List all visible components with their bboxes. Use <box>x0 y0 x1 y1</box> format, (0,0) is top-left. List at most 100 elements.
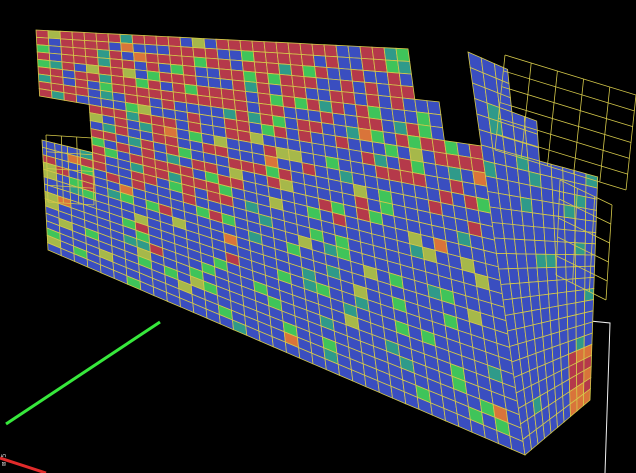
voxel-cell <box>536 267 549 283</box>
voxel-cell <box>155 35 170 47</box>
mesh-right-face <box>467 51 599 456</box>
voxel-cell <box>242 70 258 83</box>
voxel-cell <box>519 196 533 214</box>
voxel-cell <box>63 92 78 103</box>
voxel-cell <box>373 58 388 73</box>
voxel-cell <box>275 41 290 55</box>
voxel-cell <box>265 62 281 75</box>
voxel-cell <box>290 64 305 78</box>
voxel-cell <box>60 38 74 48</box>
corner-label: ⊠ 5 <box>0 453 8 466</box>
voxel-cell <box>535 253 548 269</box>
voxel-cell <box>264 51 279 65</box>
voxel-cell <box>520 296 533 313</box>
voxel-cell <box>557 303 568 320</box>
voxel-cell <box>517 267 530 284</box>
voxel-cell <box>429 125 445 142</box>
voxel-cell <box>563 216 576 232</box>
voxel-cell <box>515 253 528 269</box>
voxel-cell <box>371 46 387 61</box>
voxel-cell <box>584 219 597 234</box>
voxel-cell <box>532 322 544 340</box>
voxel-cell <box>203 38 218 50</box>
voxel-cell <box>584 254 596 267</box>
voxel-cell <box>206 67 221 80</box>
voxel-cell <box>302 65 317 79</box>
voxel-cell <box>168 45 183 57</box>
wire-line <box>559 179 613 206</box>
voxel-cell <box>230 69 245 82</box>
mesh-wireframe <box>45 54 636 301</box>
voxel-cell <box>398 72 414 88</box>
voxel-cell <box>218 68 233 81</box>
voxel-cell <box>194 66 209 78</box>
voxel-cell <box>383 47 399 62</box>
voxel-cell <box>537 280 549 296</box>
voxel-cell <box>402 97 417 113</box>
voxel-cell <box>311 43 326 57</box>
wire-line <box>494 149 627 191</box>
voxel-cell <box>518 182 532 200</box>
voxel-cell <box>167 36 182 48</box>
voxel-cell <box>315 77 331 91</box>
voxel-cell <box>312 54 328 68</box>
voxel-cell <box>538 293 550 310</box>
voxel-cell <box>299 42 314 56</box>
voxel-cell <box>555 266 567 281</box>
voxel-cell <box>557 291 568 307</box>
wire-line <box>605 204 613 301</box>
voxel-cell <box>335 44 350 59</box>
voxel-cell <box>428 112 444 129</box>
voxel-cell <box>268 83 283 97</box>
voxel-cell <box>96 48 111 60</box>
voxel-cell <box>546 266 558 282</box>
voxel-cell <box>96 40 110 51</box>
wire-line <box>47 184 94 189</box>
voxel-cell <box>83 31 98 42</box>
voxel-cell <box>338 67 353 82</box>
voxel-cell <box>324 55 340 69</box>
voxel-cell <box>403 109 419 125</box>
voxel-mesh <box>35 29 636 456</box>
voxel-cell <box>179 36 194 48</box>
wire-line <box>46 151 93 156</box>
voxel-cell <box>514 238 527 255</box>
voxel-cell <box>400 85 416 100</box>
wire-line <box>557 236 609 263</box>
voxel-cell <box>566 302 577 318</box>
voxel-cell <box>365 93 381 108</box>
voxel-cell <box>574 254 586 268</box>
voxel-cell <box>541 200 555 217</box>
voxel-cell <box>397 60 412 75</box>
voxel-cell <box>119 33 134 45</box>
voxel-cell <box>288 53 304 67</box>
voxel-cell <box>263 41 278 54</box>
voxel-cell <box>386 71 402 87</box>
voxel-cell <box>107 33 122 44</box>
voxel-cell <box>131 34 146 45</box>
wire-line <box>496 133 628 175</box>
voxel-cell <box>278 63 293 76</box>
voxel-cell <box>339 79 355 94</box>
voxel-cell <box>395 47 411 62</box>
voxel-cell <box>181 55 196 68</box>
voxel-cell <box>229 59 244 72</box>
wire-line <box>588 196 596 292</box>
voxel-cell <box>553 215 566 231</box>
voxel-cell <box>144 43 159 55</box>
voxel-cell <box>556 279 568 294</box>
voxel-cell <box>525 253 538 269</box>
voxel-cell <box>287 42 302 55</box>
voxel-cell <box>574 230 586 244</box>
voxel-cell <box>336 56 352 70</box>
voxel-cell <box>528 281 540 297</box>
voxel-cell <box>292 85 308 100</box>
voxel-cell <box>350 68 366 83</box>
voxel-cell <box>276 52 292 66</box>
voxel-cell <box>216 48 231 61</box>
voxel-cell <box>563 204 576 220</box>
voxel-cell <box>574 218 586 233</box>
voxel-cell <box>531 212 545 229</box>
wire-line <box>45 134 93 139</box>
